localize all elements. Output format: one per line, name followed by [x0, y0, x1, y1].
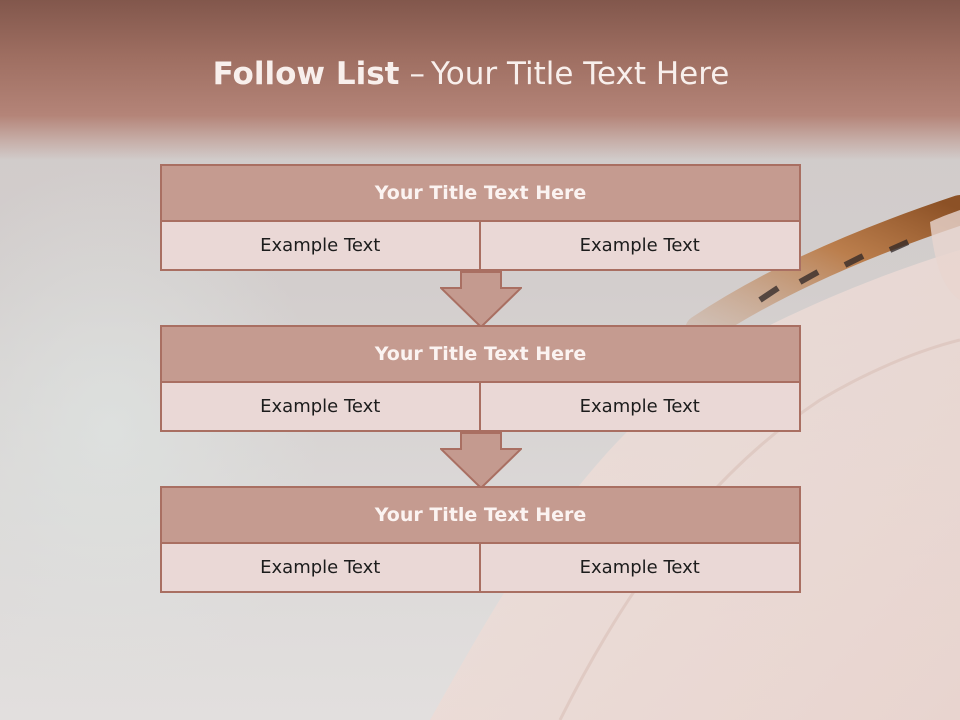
block-cell-right: Example Text	[480, 544, 801, 593]
header-band	[0, 0, 960, 160]
page-title: Follow List–Your Title Text Here	[0, 56, 942, 92]
block-title: Your Title Text Here	[160, 486, 801, 544]
block-cell-right: Example Text	[480, 383, 801, 432]
follow-block-3: Your Title Text Here Example Text Exampl…	[160, 486, 801, 593]
down-arrow-icon	[440, 271, 522, 329]
title-bold-part: Follow List	[212, 56, 400, 92]
follow-block-2: Your Title Text Here Example Text Exampl…	[160, 325, 801, 432]
block-title: Your Title Text Here	[160, 164, 801, 222]
block-cell-left: Example Text	[160, 222, 481, 271]
down-arrow-icon	[440, 432, 522, 490]
follow-block-1: Your Title Text Here Example Text Exampl…	[160, 164, 801, 271]
block-cell-left: Example Text	[160, 544, 481, 593]
title-separator: –	[409, 56, 425, 92]
block-row: Example Text Example Text	[160, 222, 801, 271]
block-cell-left: Example Text	[160, 383, 481, 432]
block-row: Example Text Example Text	[160, 383, 801, 432]
block-row: Example Text Example Text	[160, 544, 801, 593]
block-title: Your Title Text Here	[160, 325, 801, 383]
title-rest-part: Your Title Text Here	[430, 56, 730, 92]
block-cell-right: Example Text	[480, 222, 801, 271]
